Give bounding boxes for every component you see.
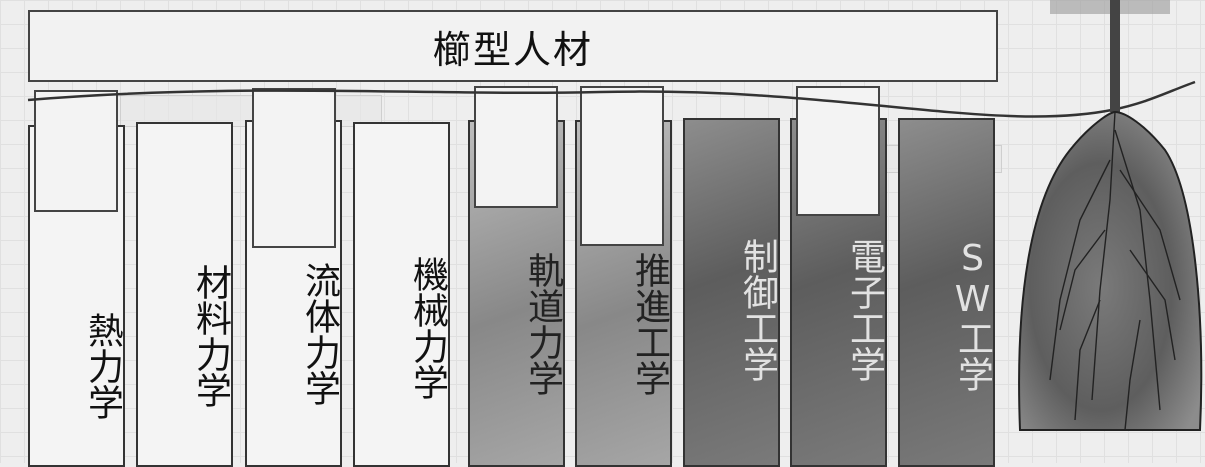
comb-talent-title-bar: 櫛型人材	[28, 10, 998, 82]
connector-tab	[796, 86, 880, 216]
plant-root-icon	[1018, 0, 1203, 431]
connecting-curve	[27, 80, 1196, 118]
pillar-material-mechanics: 材料力学	[136, 122, 233, 467]
pillar-label: 電子工学	[844, 238, 885, 382]
connector-tab	[580, 86, 664, 246]
pillar-label: 材料力学	[190, 264, 231, 408]
connector-tab	[34, 90, 118, 212]
pillar-label: 制御工学	[737, 238, 778, 382]
diagram-title: 櫛型人材	[432, 27, 593, 72]
pillar-label: 機械力学	[407, 256, 448, 400]
pillar-software-engineering: SW工学	[898, 118, 995, 467]
pillar-label: 流体力学	[299, 262, 340, 406]
pillar-label: 軌道力学	[522, 252, 563, 396]
pillar-label: 熱力学	[82, 312, 123, 420]
pillar-label: SW工学	[952, 238, 993, 392]
pillar-control-engineering: 制御工学	[683, 118, 780, 467]
connector-tab	[252, 88, 336, 248]
connector-tab	[474, 86, 558, 208]
pillar-label: 推進工学	[629, 252, 670, 396]
